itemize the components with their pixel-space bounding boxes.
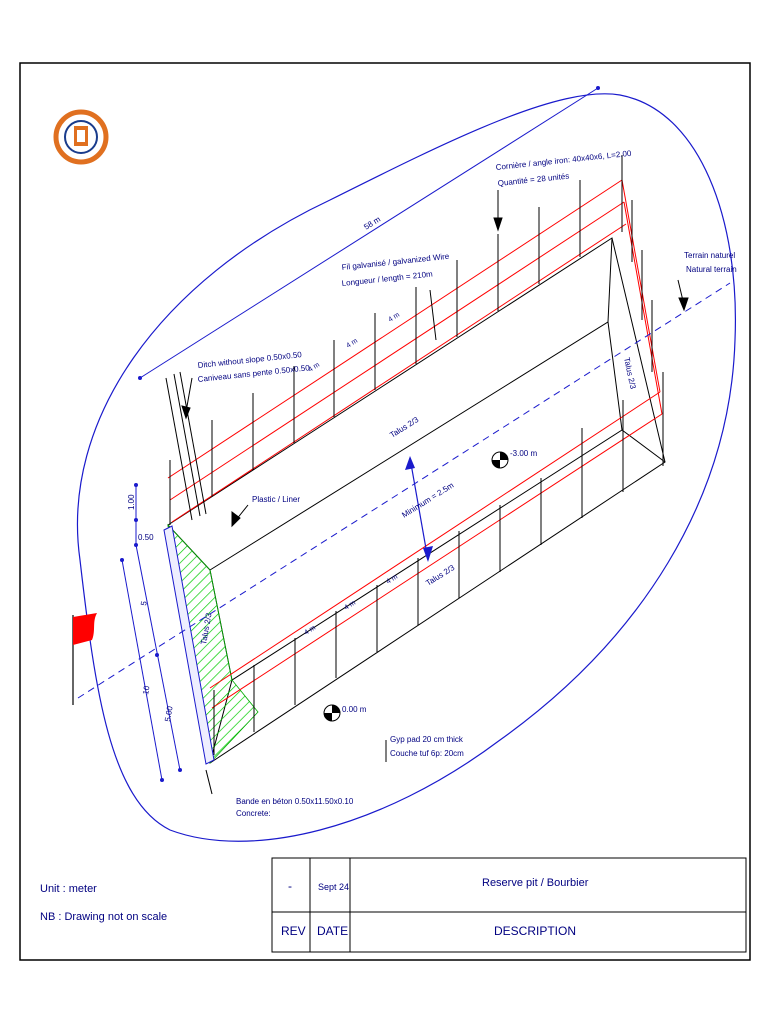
rev-value: - (288, 879, 292, 893)
length-label: 58 m (362, 214, 382, 231)
top-level-label: 0.00 m (342, 705, 367, 714)
upper-posts (169, 155, 623, 525)
spacing-label-l3: 4 m (385, 573, 399, 585)
spacing-label-u3: 4 m (387, 311, 401, 323)
end-posts (631, 200, 653, 372)
level-marker-depth (491, 451, 509, 469)
wire-label-1: Fil galvanisé / galvanized Wire (341, 252, 450, 272)
dim-label-5: 5 (139, 600, 149, 606)
talus-label-end: Talus 2/3 (622, 357, 638, 391)
title-block (271, 857, 747, 953)
dim-label-100: 1.00 (127, 494, 136, 510)
plastic-label: Plastic / Liner (252, 495, 300, 504)
wire-label-2: Longueur / length = 210m (341, 269, 433, 288)
site-boundary (76, 93, 737, 842)
minimum-dimension-arrow (409, 457, 429, 561)
gyp-label-1: Gyp pad 20 cm thick (390, 735, 464, 744)
leader-arrows (181, 190, 689, 795)
level-marker-top (323, 704, 341, 722)
talus-label-top: Talus 2/3 (388, 415, 420, 440)
lower-posts (213, 372, 664, 755)
band-label-2: Concrete: (236, 809, 271, 818)
vertical-dimensions (121, 485, 181, 781)
end-wire-lines (621, 179, 663, 415)
dim-label-050: 0.50 (138, 533, 154, 542)
unit-note: Unit : meter (40, 883, 97, 895)
scale-note: NB : Drawing not on scale (40, 911, 167, 923)
terrain-label-2: Natural terrain (686, 265, 737, 274)
rev-header: REV (281, 924, 306, 938)
description-header: DESCRIPTION (494, 924, 576, 938)
concrete-band (163, 525, 215, 765)
dim-label-500: 5.00 (163, 705, 175, 722)
angle-iron-label-1: Cornière / angle iron: 40x40x6, L=2.00 (495, 149, 632, 172)
gyp-label-2: Couche tuf 6p: 20cm (390, 749, 464, 758)
company-logo (53, 109, 109, 165)
ditch (165, 371, 207, 521)
date-value: Sept 24 (318, 882, 349, 892)
spacing-label-u1: 4 m (307, 361, 321, 373)
upper-wire-lines (167, 179, 627, 523)
angle-iron-label-2: Quantité = 28 unités (497, 172, 569, 188)
minimum-label: Minimum = 2.5m (400, 480, 455, 519)
hatched-end-slope (167, 523, 259, 764)
centreline (77, 282, 731, 699)
length-dimension-line (139, 87, 599, 379)
band-label-1: Bande en béton 0.50x11.50x0.10 (236, 797, 354, 806)
description-value: Reserve pit / Bourbier (482, 877, 589, 889)
flag (72, 613, 97, 705)
date-header: DATE (317, 924, 348, 938)
spacing-label-u2: 4 m (345, 337, 359, 349)
depth-label: -3.00 m (510, 449, 537, 458)
lower-wire-lines (209, 391, 663, 709)
sheet-border (19, 62, 751, 961)
terrain-label-1: Terrain naturel (684, 251, 735, 260)
dim-label-10: 10 (141, 684, 152, 695)
